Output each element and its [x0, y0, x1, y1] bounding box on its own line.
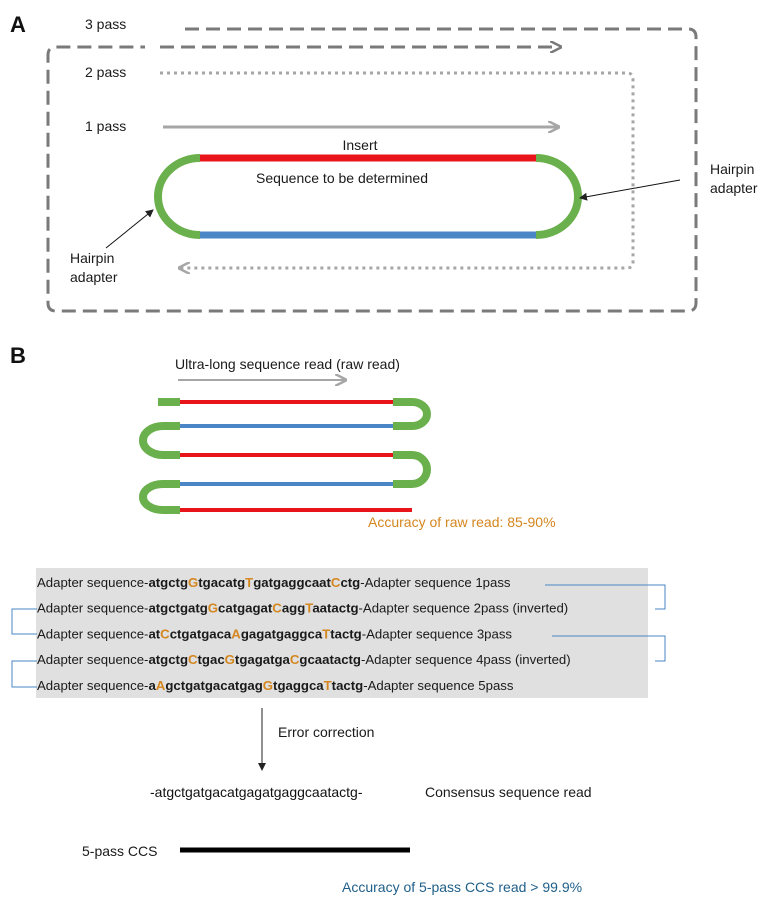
pass-rows: Adapter sequence-atgctgGtgacatgTgatgaggc…	[37, 575, 571, 693]
sequencing-error-base: G	[263, 678, 273, 693]
pass-row-sequence: agg	[282, 601, 305, 616]
pass-row-sequence: tgaggca	[273, 678, 324, 693]
sequencing-error-base: C	[290, 652, 300, 667]
sequencing-error-base: T	[322, 626, 330, 641]
pass-row-sequence: tactg	[332, 678, 364, 693]
pass-row-1: Adapter sequence-atgctgGtgacatgTgatgaggc…	[37, 575, 511, 590]
sequencing-error-base: T	[245, 575, 253, 590]
sequencing-error-base: A	[231, 626, 241, 641]
pass-row-sequence: atgctg	[148, 652, 188, 667]
smrtbell-template	[154, 154, 582, 239]
hairpin-right-label-line1: Hairpin	[710, 161, 754, 177]
pass-row-sequence: catgagat	[218, 601, 273, 616]
pass-row-sequence: gctgatgacatgag	[165, 678, 262, 693]
pass-row-sequence: gatgaggcaat	[253, 575, 331, 590]
pass-row-sequence: gagatgaggca	[241, 626, 323, 641]
pass-row-prefix: Adapter sequence-	[37, 601, 148, 616]
pass-row-prefix: Adapter sequence-	[37, 575, 148, 590]
hairpin-right-label-line2: adapter	[710, 180, 758, 196]
pass-row-sequence: ctg	[340, 575, 360, 590]
pass-row-sequence: tgac	[198, 652, 225, 667]
sequencing-error-base: T	[305, 601, 313, 616]
hairpin-left-pointer	[105, 209, 154, 249]
panel-b-label: B	[10, 343, 26, 368]
sequencing-error-base: T	[324, 678, 332, 693]
pass-row-suffix: -Adapter sequence 5pass	[363, 678, 514, 693]
insert-label: Insert	[342, 137, 377, 153]
pass-row-suffix: -Adapter sequence 1pass	[360, 575, 511, 590]
panel-a-label: A	[10, 12, 26, 37]
pass-row-4: Adapter sequence-atgctgCtgacGtgagatgaCgc…	[37, 652, 571, 667]
pass3-path	[46, 27, 698, 313]
pass-row-prefix: Adapter sequence-	[37, 678, 148, 693]
pass-row-sequence: tactg	[330, 626, 362, 641]
pass2-path	[160, 71, 635, 268]
sequencing-error-base: A	[156, 678, 166, 693]
pass-row-prefix: Adapter sequence-	[37, 652, 148, 667]
raw-read-label: Ultra-long sequence read (raw read)	[175, 356, 400, 372]
pass-row-sequence: tgagatga	[235, 652, 291, 667]
sequencing-error-base: C	[160, 626, 170, 641]
pass-row-sequence: tgacatg	[198, 575, 245, 590]
error-correction-label: Error correction	[278, 724, 374, 740]
sequence-label: Sequence to be determined	[256, 170, 428, 186]
pass-row-2: Adapter sequence-atgctgatgGcatgagatCaggT…	[37, 601, 568, 616]
pass3-label: 3 pass	[85, 16, 126, 32]
raw-read-zigzag	[139, 398, 431, 514]
consensus-label: Consensus sequence read	[425, 784, 592, 800]
consensus-sequence: -atgctgatgacatgagatgaggcaatactg-	[150, 784, 363, 800]
sequence-box	[36, 568, 648, 698]
pass-row-sequence: ctgatgaca	[170, 626, 232, 641]
pass-row-suffix: -Adapter sequence 2pass (inverted)	[359, 601, 569, 616]
pass-brackets	[11, 584, 666, 688]
sequencing-error-base: C	[188, 652, 198, 667]
hairpin-left-label-line2: adapter	[70, 269, 118, 285]
ccs-accuracy-label: Accuracy of 5-pass CCS read > 99.9%	[342, 879, 582, 895]
pass-row-sequence: gcaatactg	[299, 652, 361, 667]
pass-row-sequence: a	[148, 678, 156, 693]
pass-row-sequence: at	[148, 626, 160, 641]
pass-row-suffix: -Adapter sequence 4pass (inverted)	[361, 652, 571, 667]
pass-row-prefix: Adapter sequence-	[37, 626, 148, 641]
pass2-label: 2 pass	[85, 64, 126, 80]
pass-row-suffix: -Adapter sequence 3pass	[362, 626, 513, 641]
ccs-label: 5-pass CCS	[82, 843, 157, 859]
pass-row-5: Adapter sequence-aAgctgatgacatgagGtgaggc…	[37, 678, 514, 693]
pass-row-3: Adapter sequence-atCctgatgacaAgagatgaggc…	[37, 626, 512, 641]
sequencing-error-base: C	[331, 575, 341, 590]
raw-accuracy-label: Accuracy of raw read: 85-90%	[368, 514, 556, 530]
sequencing-error-base: G	[188, 575, 198, 590]
sequencing-error-base: C	[272, 601, 282, 616]
pass1-label: 1 pass	[85, 118, 126, 134]
pass-row-sequence: aatactg	[312, 601, 358, 616]
hairpin-left	[154, 154, 201, 239]
sequencing-error-base: G	[208, 601, 218, 616]
sequencing-error-base: G	[225, 652, 235, 667]
hairpin-left-label-line1: Hairpin	[70, 250, 114, 266]
hairpin-right	[535, 154, 582, 239]
hairpin-right-pointer	[579, 179, 681, 201]
pass-row-sequence: atgctg	[148, 575, 188, 590]
pass-row-sequence: atgctgatg	[148, 601, 207, 616]
